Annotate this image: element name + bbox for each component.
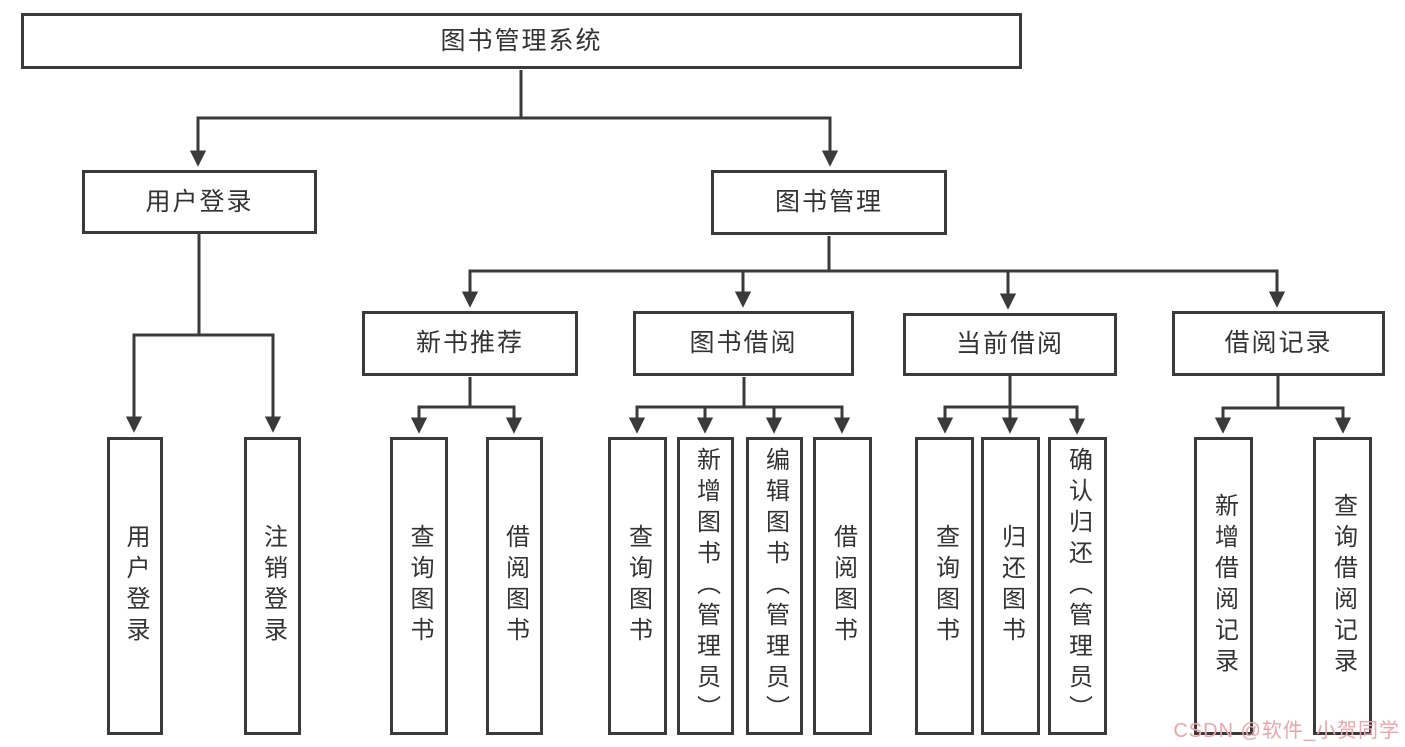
node-current-borrow: 当前借阅 — [903, 313, 1117, 376]
leaf-query-books-2: 查询图书 — [608, 437, 667, 735]
leaf-add-borrow-record: 新增借阅记录 — [1194, 437, 1253, 735]
node-root: 图书管理系统 — [21, 13, 1022, 69]
leaf-query-books-1: 查询图书 — [390, 437, 448, 735]
leaf-confirm-return-admin: 确认归还（管理员） — [1048, 437, 1107, 735]
node-book-management: 图书管理 — [711, 170, 947, 235]
node-user-login: 用户登录 — [82, 170, 317, 234]
node-new-book-recommend: 新书推荐 — [362, 311, 578, 376]
leaf-user-login: 用户登录 — [107, 437, 163, 735]
leaf-return-book: 归还图书 — [981, 437, 1040, 735]
node-borrow-records: 借阅记录 — [1172, 311, 1385, 376]
leaf-logout: 注销登录 — [244, 437, 301, 735]
leaf-query-books-3: 查询图书 — [915, 437, 974, 735]
leaf-borrow-books-1: 借阅图书 — [486, 437, 543, 735]
node-book-borrow: 图书借阅 — [633, 311, 854, 376]
leaf-borrow-books-2: 借阅图书 — [813, 437, 872, 735]
leaf-add-book-admin: 新增图书（管理员） — [677, 437, 734, 735]
leaf-edit-book-admin: 编辑图书（管理员） — [746, 437, 803, 735]
leaf-query-borrow-record: 查询借阅记录 — [1313, 437, 1372, 735]
watermark: CSDN @软件_小贺同学 — [1173, 720, 1400, 742]
